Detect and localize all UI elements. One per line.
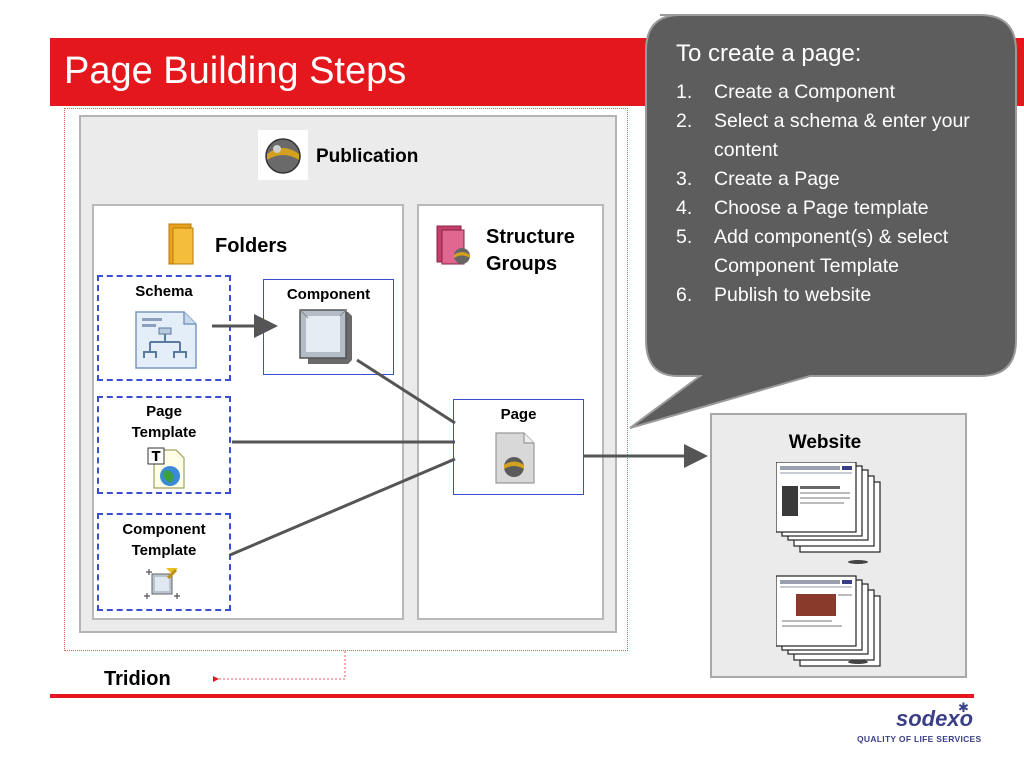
steps-list: 1. Create a Component 2. Select a schema &… xyxy=(676,78,996,310)
step-item: 5. Add component(s) & select Component Te… xyxy=(676,223,996,281)
componenttemplate-to-page-line xyxy=(229,457,456,557)
step-text: Create a Component xyxy=(714,81,896,103)
step-item: 2. Select a schema & enter your content xyxy=(676,107,996,165)
publication-icon xyxy=(258,130,308,180)
callout-heading: To create a page: xyxy=(676,40,862,67)
step-item: 6. Publish to website xyxy=(676,281,996,310)
callout-bubble xyxy=(629,14,1017,429)
step-item: 3. Create a Page xyxy=(676,165,996,194)
callout-text: To create a page: 1. Create a Component 2… xyxy=(676,40,996,310)
component-icon xyxy=(296,306,356,366)
step-number: 4. xyxy=(676,197,693,219)
schema-label: Schema xyxy=(135,283,193,300)
publication-label: Publication xyxy=(316,146,419,167)
component-to-page-line xyxy=(356,358,456,425)
component-template-box xyxy=(97,513,231,611)
step-number: 1. xyxy=(676,81,693,103)
step-number: 3. xyxy=(676,168,693,190)
step-number: 2. xyxy=(676,110,693,132)
page-template-icon: T xyxy=(146,446,186,490)
structure-group-icon xyxy=(433,222,473,268)
brand-tagline: QUALITY OF LIFE SERVICES xyxy=(857,734,982,744)
step-text: Create a Page xyxy=(714,168,840,190)
tridion-area xyxy=(64,108,628,651)
step-number: 6. xyxy=(676,284,693,306)
step-text: Select a schema & enter your content xyxy=(714,110,970,161)
page-icon xyxy=(494,431,536,485)
step-number: 5. xyxy=(676,226,693,248)
svg-text:T: T xyxy=(152,450,161,465)
step-text: Publish to website xyxy=(714,284,872,306)
logo-star-icon: ✱ xyxy=(958,700,969,715)
brand-logo: sodexo xyxy=(896,706,973,732)
website-pages-icon xyxy=(776,462,881,667)
page-template-label: Page Template xyxy=(131,403,197,441)
folder-icon xyxy=(165,222,197,266)
schema-icon xyxy=(132,310,198,370)
brand-name: sodexo xyxy=(896,706,974,731)
component-label: Component xyxy=(286,286,371,303)
slide-title: Page Building Steps xyxy=(64,50,407,92)
step-item: 1. Create a Component xyxy=(676,78,996,107)
tridion-pointer xyxy=(213,651,346,682)
page-label: Page xyxy=(500,406,537,423)
component-template-icon xyxy=(142,564,182,604)
folders-label: Folders xyxy=(215,235,288,257)
component-template-label: Component Template xyxy=(122,521,206,559)
website-label: Website xyxy=(788,432,862,453)
step-text: Choose a Page template xyxy=(714,197,929,219)
step-item: 4. Choose a Page template xyxy=(676,194,996,223)
step-text: Add component(s) & select Component Temp… xyxy=(714,226,949,277)
structure-groups-label: Structure Groups xyxy=(486,226,575,275)
tridion-label: Tridion xyxy=(104,668,171,690)
footer-bar xyxy=(50,694,974,698)
